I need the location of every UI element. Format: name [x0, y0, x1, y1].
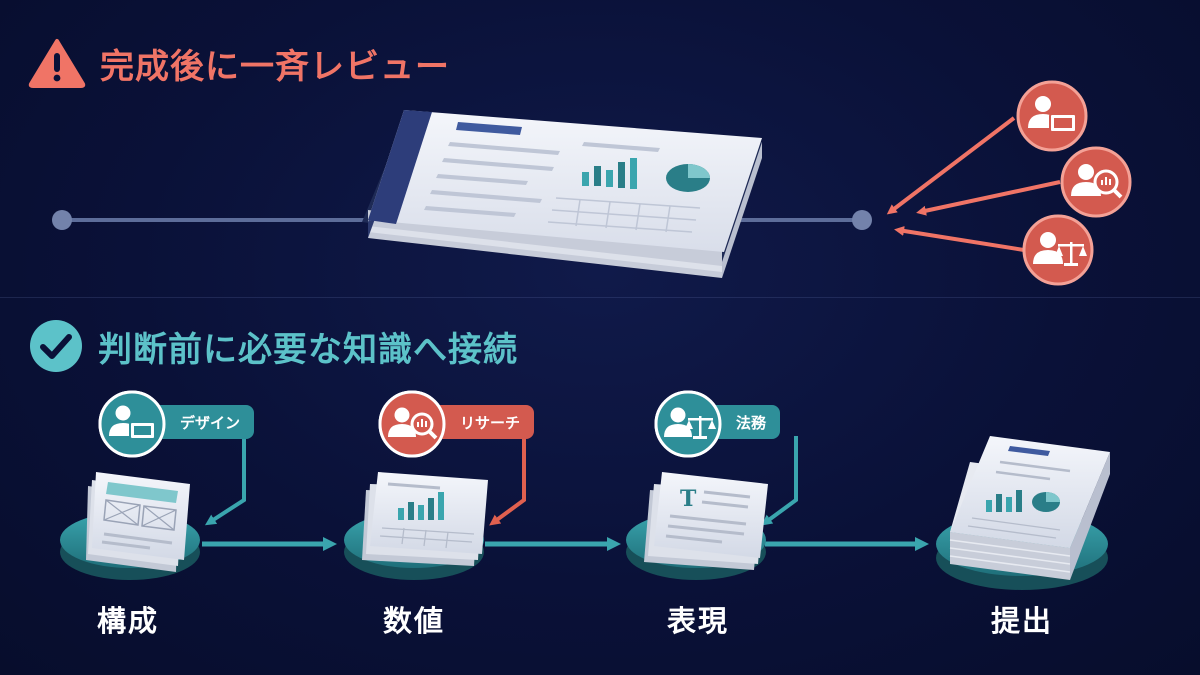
- step-4-node: [936, 436, 1110, 590]
- wireframe-doc-icon: [86, 472, 190, 572]
- svg-text:T: T: [680, 486, 697, 512]
- top-heading: 完成後に一斉レビュー: [28, 38, 450, 88]
- timeline-end-dot: [852, 210, 872, 230]
- top-review-diagram: [52, 80, 1132, 286]
- bottom-heading-text: 判断前に必要な知識へ接続: [98, 329, 518, 370]
- reviewer-designer: [1016, 80, 1088, 152]
- step-label-4: 提出: [990, 604, 1053, 638]
- expert-tag-designer: デザイン: [150, 405, 255, 439]
- warning-icon: [28, 39, 86, 88]
- review-arrows: [886, 116, 1061, 252]
- text-doc-icon: T: [644, 472, 768, 570]
- chart-doc-icon: [362, 472, 488, 566]
- report-stack-icon: [949, 436, 1110, 580]
- reviewer-researcher: [1060, 146, 1132, 218]
- top-heading-text: 完成後に一斉レビュー: [100, 46, 450, 87]
- legal-icon: [1033, 232, 1087, 266]
- step-3-node: T: [626, 472, 768, 580]
- expert-tag-researcher: リサーチ: [430, 405, 535, 439]
- bottom-heading: 判断前に必要な知識へ接続: [28, 318, 518, 374]
- researcher-icon: [1071, 164, 1123, 199]
- section-divider: [0, 297, 1200, 298]
- completed-document-icon: [362, 110, 762, 278]
- expert-connectors: [204, 436, 798, 526]
- step-label-3: 表現: [666, 604, 729, 638]
- reviewer-legal: [1022, 214, 1094, 286]
- designer-icon: [1028, 96, 1077, 133]
- step-label-1: 構成: [96, 604, 159, 638]
- step-2-node: [344, 472, 488, 580]
- timeline-start-dot: [52, 210, 72, 230]
- check-circle-icon: [30, 320, 82, 372]
- step-1-node: [60, 472, 200, 580]
- step-label-2: 数値: [382, 604, 445, 638]
- expert-tag-legal: 法務: [706, 405, 781, 439]
